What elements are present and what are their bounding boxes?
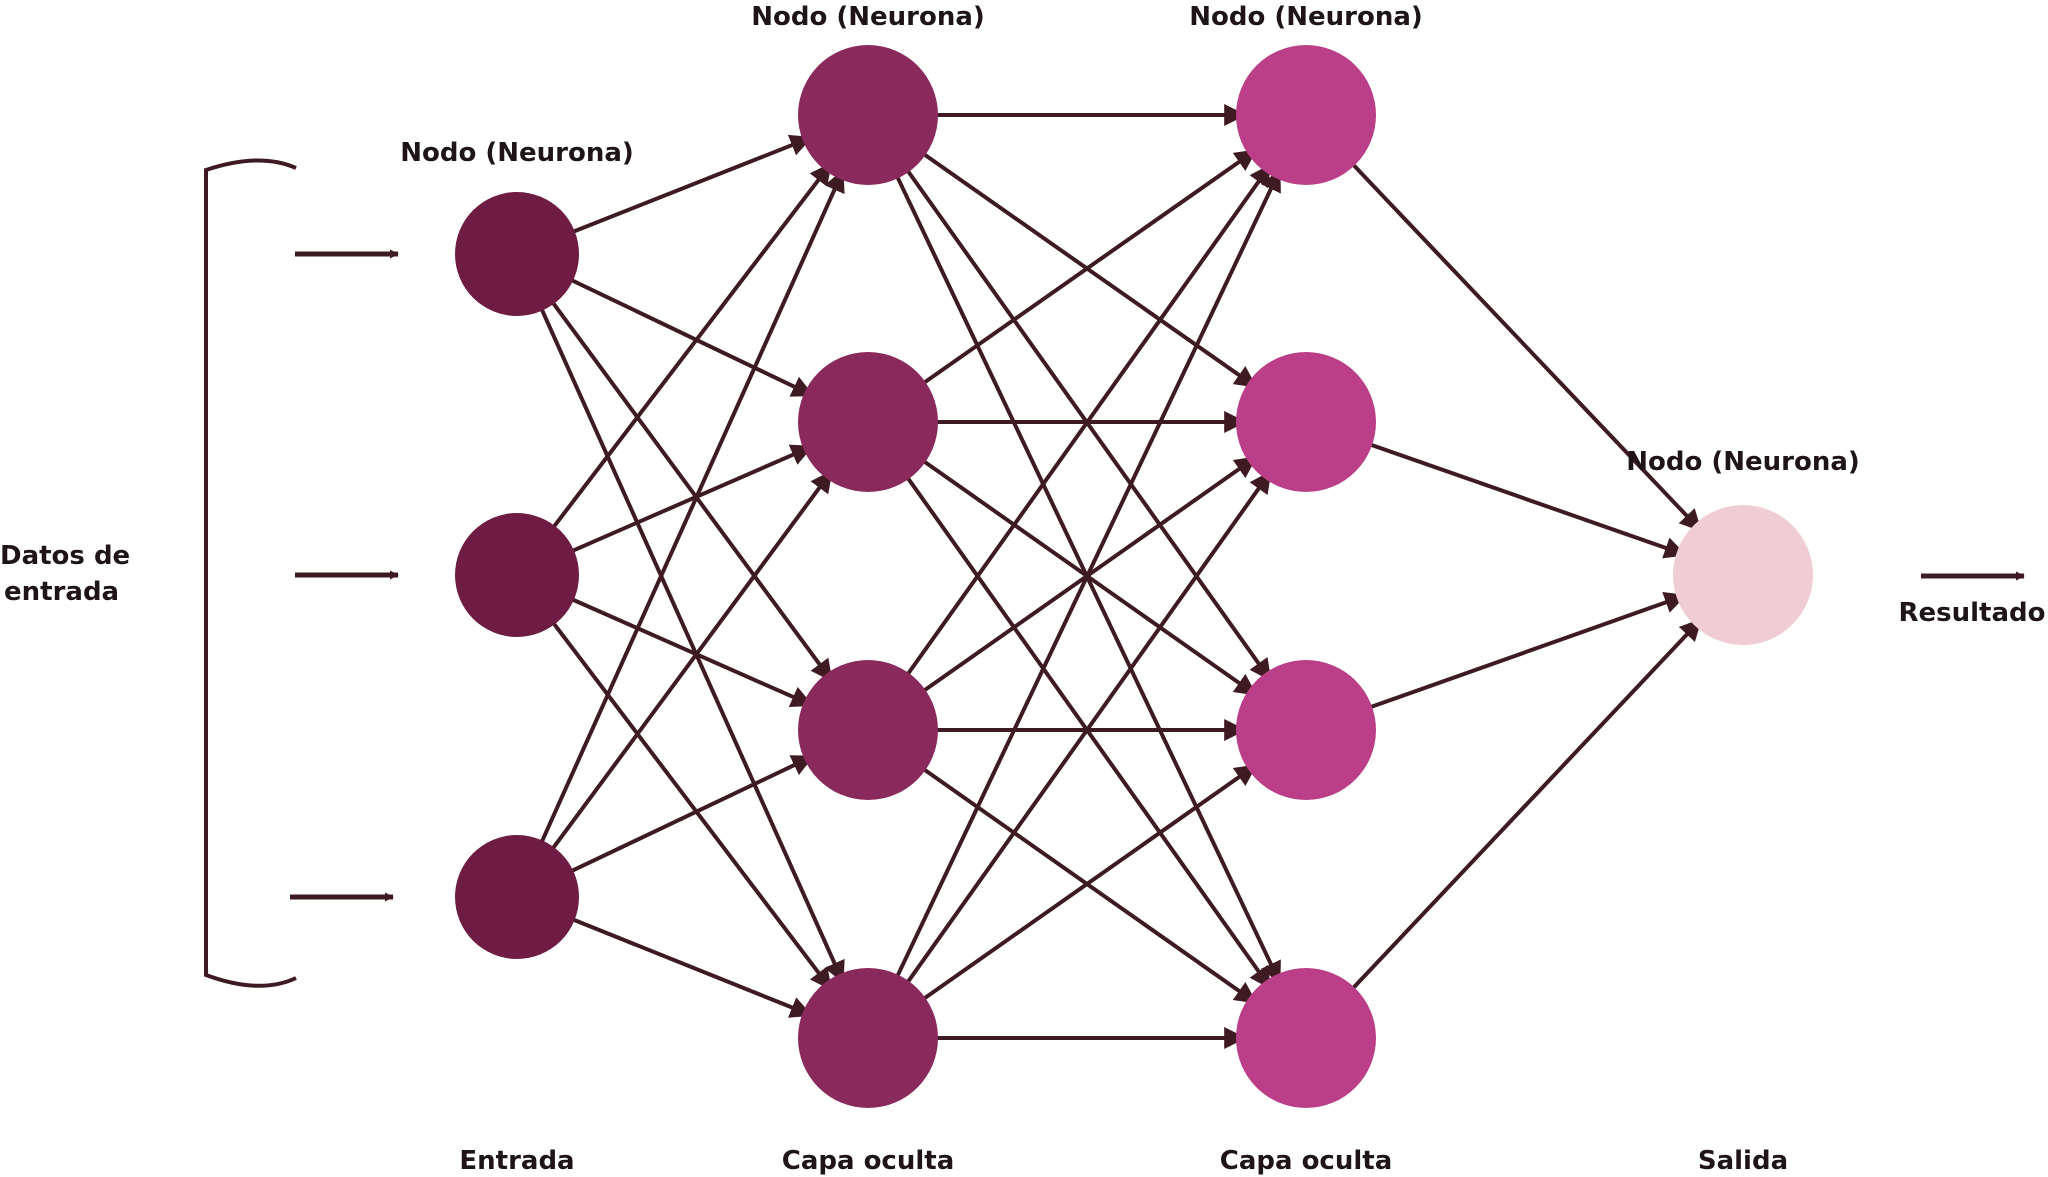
edge-hidden1-4-to-hidden2-1 [895, 169, 1282, 978]
layer-title-output: Salida [1698, 1146, 1788, 1176]
edge-input-3-to-hidden1-2 [551, 470, 833, 850]
edge-hidden1-3-to-hidden2-4 [922, 767, 1258, 1004]
input-data-label-line1: Datos de [0, 541, 130, 571]
edge-hidden1-4-to-hidden2-3 [922, 764, 1258, 1001]
input-bracket [204, 158, 297, 988]
edge-input-3-to-hidden1-3 [570, 754, 815, 874]
node-output-1 [1673, 505, 1813, 645]
edge-input-2-to-hidden1-3 [571, 597, 814, 708]
edge-input-1-to-hidden1-1 [572, 134, 813, 234]
edge-hidden2-1-to-output-1 [1351, 162, 1702, 532]
neurons [455, 45, 1813, 1108]
edge-input-2-to-hidden1-4 [551, 621, 833, 991]
layer-title-hidden1: Capa oculta [782, 1146, 955, 1176]
node-input-1 [455, 192, 579, 316]
edge-hidden1-4-to-hidden2-2 [905, 470, 1272, 984]
node-label-input: Nodo (Neurona) [400, 138, 634, 168]
edge-hidden2-3-to-output-1 [1369, 591, 1687, 710]
output-label: Resultado [1899, 598, 2046, 628]
edge-input-1-to-hidden1-2 [570, 278, 815, 398]
edge-hidden1-1-to-hidden2-3 [905, 169, 1272, 682]
node-hidden1-2 [798, 352, 938, 492]
edge-input-3-to-hidden1-4 [571, 917, 813, 1018]
edge-input-2-to-hidden1-1 [551, 162, 832, 529]
edge-hidden1-2-to-hidden2-3 [922, 459, 1258, 696]
edge-hidden1-3-to-hidden2-1 [905, 163, 1272, 676]
node-label-output: Nodo (Neurona) [1626, 447, 1860, 477]
node-input-2 [455, 513, 579, 637]
layer-title-hidden2: Capa oculta [1220, 1146, 1393, 1176]
node-hidden2-4 [1236, 968, 1376, 1108]
node-hidden2-1 [1236, 45, 1376, 185]
edge-hidden2-4-to-output-1 [1351, 618, 1702, 990]
edge-hidden1-2-to-hidden2-4 [905, 476, 1272, 990]
node-hidden1-3 [798, 660, 938, 800]
node-hidden1-4 [798, 968, 938, 1108]
layer-title-input: Entrada [459, 1146, 574, 1176]
node-hidden2-3 [1236, 660, 1376, 800]
node-label-hidden2: Nodo (Neurona) [1189, 2, 1423, 32]
node-hidden2-2 [1236, 352, 1376, 492]
edge-input-1-to-hidden1-4 [539, 307, 845, 984]
edge-input-1-to-hidden1-3 [550, 301, 833, 682]
edge-hidden1-1-to-hidden2-2 [922, 152, 1258, 389]
node-hidden1-1 [798, 45, 938, 185]
edge-input-3-to-hidden1-1 [539, 169, 845, 844]
edge-hidden1-2-to-hidden2-1 [922, 148, 1258, 385]
edge-input-2-to-hidden1-2 [571, 444, 814, 553]
edge-hidden2-2-to-output-1 [1369, 442, 1687, 559]
input-data-label-line2: entrada [4, 577, 119, 607]
node-label-hidden1: Nodo (Neurona) [751, 2, 985, 32]
connections [539, 104, 1702, 1049]
node-input-3 [455, 835, 579, 959]
